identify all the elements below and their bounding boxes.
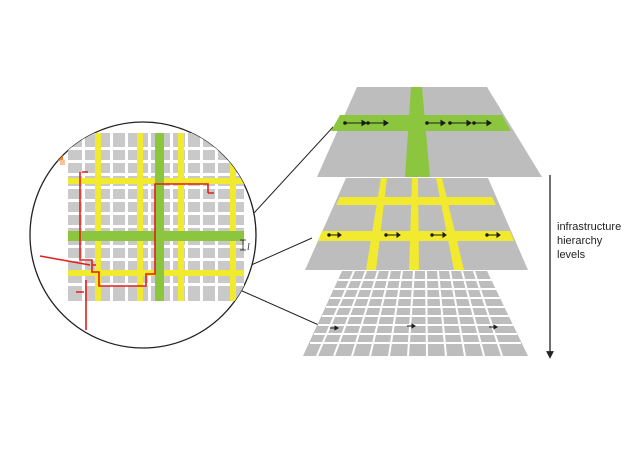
highway-level-plane	[317, 87, 542, 177]
destination-marker	[202, 122, 216, 131]
hierarchy-label-line-1: infrastructure	[557, 221, 621, 233]
highway-roads	[68, 133, 244, 301]
arterial-level-plane	[305, 178, 528, 270]
length-symbol: l	[247, 242, 250, 253]
arterial-roads-plane	[318, 178, 514, 270]
hierarchy-indicator: infrastructure hierarchy levels	[546, 175, 621, 359]
route-path	[39, 171, 214, 330]
highway-arrows	[343, 119, 492, 127]
local-street-grid	[310, 270, 521, 357]
arterial-arrows	[327, 231, 501, 239]
hierarchy-label-line-2: hierarchy	[557, 235, 603, 247]
local-arrows	[330, 323, 498, 331]
local-street-level-plane	[303, 270, 528, 357]
zoom-circle: l	[29, 121, 257, 349]
length-indicator: l	[240, 239, 250, 253]
hierarchy-label-line-3: levels	[557, 249, 586, 261]
